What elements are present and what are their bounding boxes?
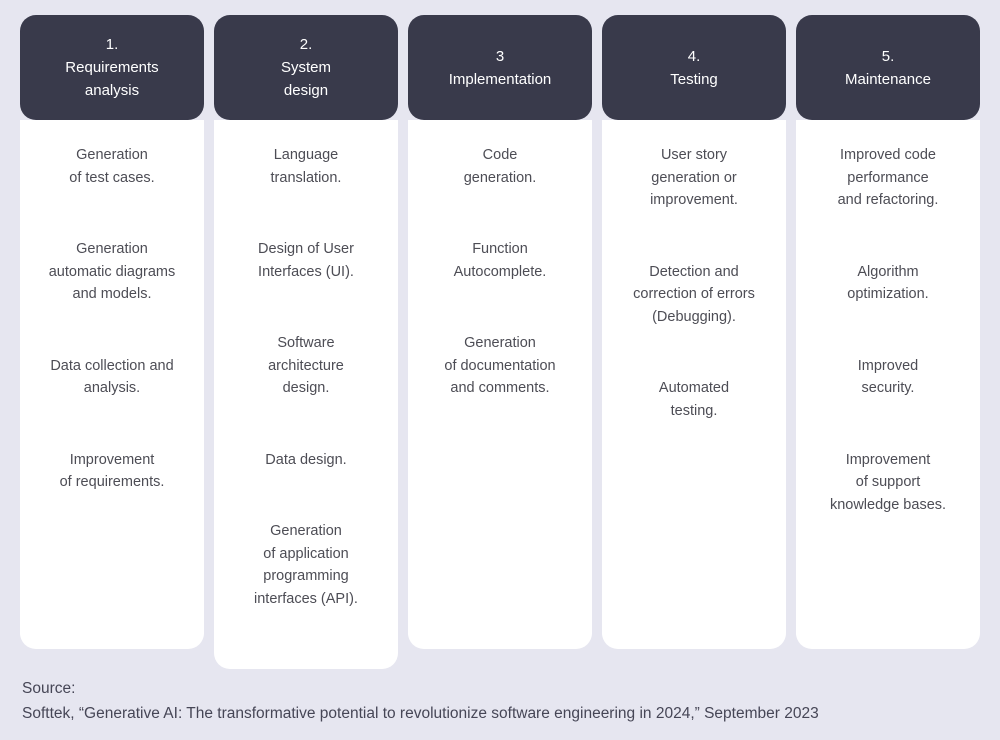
phase-column-1: 1. Requirements analysis Generation of t…: [20, 15, 204, 649]
list-item: Data collection and analysis.: [50, 357, 174, 397]
phase-column-2: 2. System design Language translation. D…: [214, 15, 398, 669]
phase-header-2: 2. System design: [214, 15, 398, 120]
phase-number-5: 5.: [881, 47, 895, 65]
list-item: Generation of application programming in…: [254, 523, 358, 607]
list-item: Software architecture design.: [268, 335, 344, 396]
list-item: Improvement of requirements.: [59, 451, 165, 491]
list-item: Function Autocomplete.: [453, 241, 547, 280]
phase-title-4: Testing: [670, 70, 718, 88]
list-item: Algorithm optimization.: [847, 263, 929, 303]
phase-number-4: 4.: [687, 47, 701, 65]
phase-body-5: Improved code performance and refactorin…: [796, 120, 980, 649]
phase-title-3: Implementation: [448, 70, 552, 88]
phase-header-3: 3 Implementation: [408, 15, 592, 120]
list-item: User story generation or improvement.: [650, 147, 738, 208]
phase-body-1: Generation of test cases. Generation aut…: [20, 120, 204, 649]
phase-title-2: System design: [280, 59, 331, 99]
phase-column-5: 5. Maintenance Improved code performance…: [796, 15, 980, 649]
list-item: Improved code performance and refactorin…: [837, 147, 939, 208]
phase-number-3: 3: [495, 47, 505, 65]
phase-number-1: 1.: [105, 36, 119, 53]
phase-column-4: 4. Testing User story generation or impr…: [602, 15, 786, 649]
source-citation: Softtek, “Generative AI: The transformat…: [22, 705, 819, 722]
phase-header-1: 1. Requirements analysis: [20, 15, 204, 120]
phase-header-4: 4. Testing: [602, 15, 786, 120]
phase-columns: 1. Requirements analysis Generation of t…: [20, 15, 980, 669]
source-footer: Source: Softtek, “Generative AI: The tra…: [22, 676, 982, 726]
phase-column-3: 3 Implementation Code generation. Functi…: [408, 15, 592, 649]
list-item: Design of User Interfaces (UI).: [258, 241, 354, 280]
phase-number-2: 2.: [299, 36, 313, 53]
phase-header-5: 5. Maintenance: [796, 15, 980, 120]
source-label: Source:: [22, 680, 76, 697]
phase-body-4: User story generation or improvement. De…: [602, 120, 786, 649]
list-item: Code generation.: [463, 147, 537, 186]
list-item: Improved security.: [857, 357, 919, 397]
list-item: Generation of documentation and comments…: [444, 335, 556, 396]
list-item: Data design.: [265, 451, 347, 468]
list-item: Detection and correction of errors (Debu…: [633, 263, 755, 325]
list-item: Automated testing.: [658, 380, 730, 419]
list-item: Language translation.: [270, 147, 342, 186]
phase-body-2: Language translation. Design of User Int…: [214, 120, 398, 669]
list-item: Improvement of support knowledge bases.: [829, 451, 947, 513]
phase-title-5: Maintenance: [845, 70, 931, 88]
list-item: Generation automatic diagrams and models…: [48, 241, 176, 302]
phase-body-3: Code generation. Function Autocomplete. …: [408, 120, 592, 649]
list-item: Generation of test cases.: [69, 147, 155, 186]
phase-title-1: Requirements analysis: [65, 59, 159, 99]
